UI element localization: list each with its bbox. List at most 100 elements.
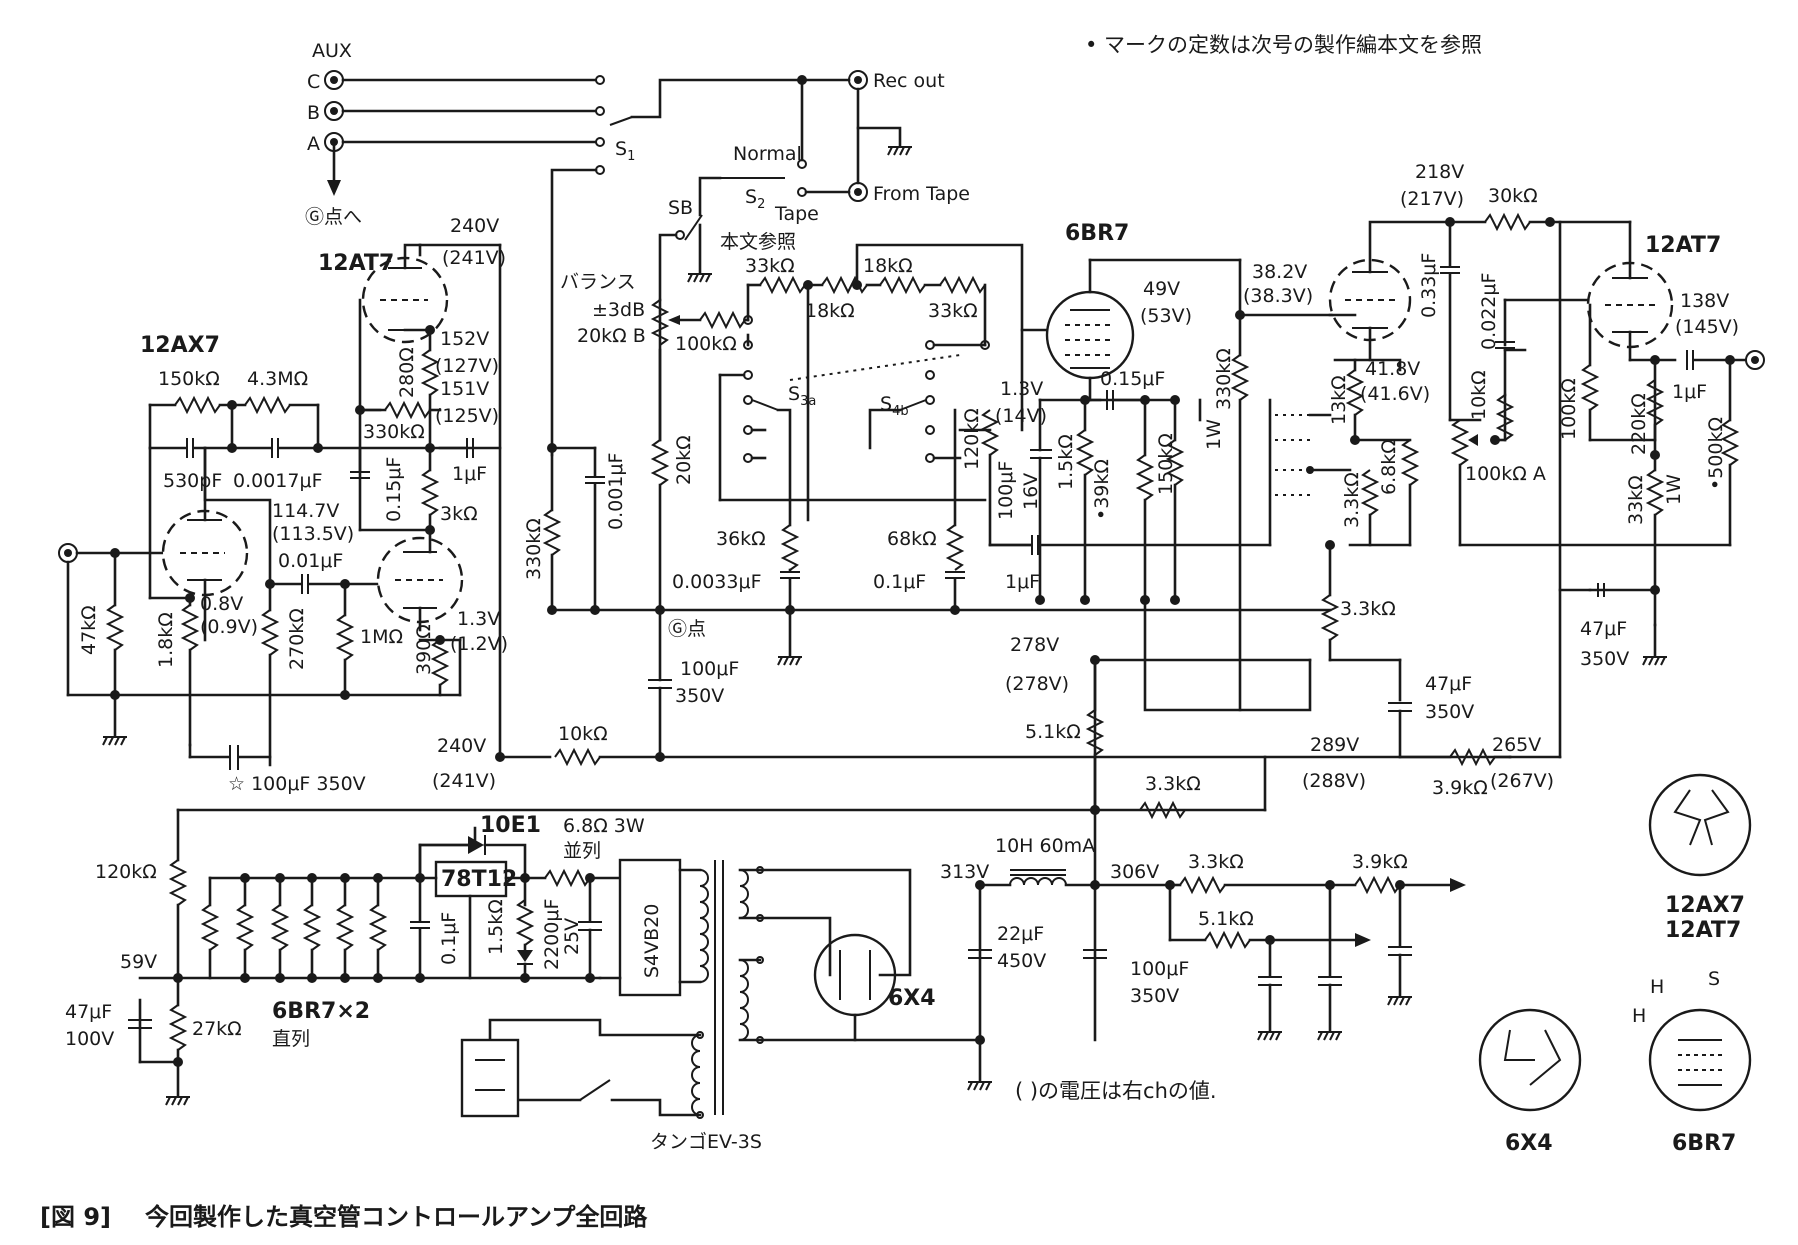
r-390: 390Ω — [413, 624, 435, 675]
r-13k: 13kΩ — [1328, 375, 1350, 425]
pinout-12at7-label: 12AT7 — [1665, 918, 1741, 943]
r-10k-s4: 10kΩ — [1468, 370, 1490, 420]
c-2200u: 2200μF — [541, 899, 563, 970]
aux-section — [324, 70, 802, 457]
pinout-6br7-label: 6BR7 — [1672, 1131, 1736, 1156]
aux-a-label: A — [307, 133, 320, 155]
v-288: (288V) — [1302, 770, 1366, 792]
balance-pot: 20kΩ B — [577, 325, 646, 347]
v-151: 151V — [440, 378, 489, 400]
regulator-diode-label: 10E1 — [480, 813, 541, 838]
bridge-label: S4VB20 — [641, 904, 663, 978]
rec-out-jack — [848, 70, 868, 90]
r-68k: 68kΩ — [887, 528, 937, 550]
power-supply — [128, 658, 1466, 1119]
r-270k: 270kΩ — [286, 608, 308, 670]
c-1u: 1μF — [452, 463, 487, 485]
r-33k-psu2: 3.3kΩ — [1188, 851, 1244, 873]
c-0017u: 0.0017μF — [233, 470, 323, 492]
power-transformer — [678, 860, 764, 1119]
v-265: 265V — [1492, 734, 1541, 756]
c-100u-g: 100μF — [680, 658, 739, 680]
c-100u-350v: ☆ 100μF 350V — [228, 773, 366, 795]
c-2200u-volt: 25V — [561, 918, 583, 955]
v-240: 240V — [450, 215, 499, 237]
v-127: (127V) — [435, 355, 499, 377]
r-220k-s5: 220kΩ — [1628, 393, 1650, 455]
ic-78t12-label: 78T12 — [441, 867, 517, 892]
tube-v3-label: 6BR7 — [1065, 221, 1129, 246]
v-138: 138V — [1680, 290, 1729, 312]
tube-v5-label: 6X4 — [888, 986, 936, 1011]
figure-number: [図 9] — [40, 1203, 111, 1231]
c-100u-s3-volt: 16V — [1020, 473, 1042, 510]
output-jack — [1745, 350, 1765, 370]
v-240b: 240V — [437, 735, 486, 757]
r-33k-psu: 3.3kΩ — [1145, 773, 1201, 795]
s4b-label: S4b — [880, 393, 909, 419]
c-47u-s4-volt: 350V — [1425, 701, 1474, 723]
to-g-point-label: Ⓖ点へ — [305, 206, 362, 228]
r-500k: •500kΩ — [1705, 417, 1727, 490]
input-jack — [58, 543, 78, 563]
v-313: 313V — [940, 861, 989, 883]
tone-network — [544, 243, 1332, 762]
stage5-12at7 — [1448, 220, 1765, 666]
aux-b-jack — [324, 101, 344, 121]
aux-c-label: C — [307, 71, 320, 93]
v-14-s3: (14V) — [995, 405, 1047, 427]
r-33k-tone: 33kΩ — [745, 255, 795, 277]
v-12: (1.2V) — [450, 633, 508, 655]
r-120k-psu: 120kΩ — [95, 861, 157, 883]
v-13-s3: 1.3V — [1000, 378, 1043, 400]
note-top: • マークの定数は次号の製作編本文を参照 — [1085, 33, 1482, 57]
g-point-label: Ⓖ点 — [668, 618, 706, 640]
c-0022: 0.022μF — [1478, 273, 1500, 350]
v-278: 278V — [1010, 634, 1059, 656]
r-33k-s5: 33kΩ — [1625, 475, 1647, 525]
c-033: 0.33μF — [1418, 253, 1440, 318]
r-51k-psu: 5.1kΩ — [1198, 908, 1254, 930]
c-100u-psu-volt: 350V — [1130, 985, 1179, 1007]
r-150k-s3: 150kΩ — [1155, 433, 1177, 495]
c-015: 0.15μF — [383, 457, 405, 522]
c-100u-g-volt: 350V — [675, 685, 724, 707]
normal-label: Normal — [733, 143, 802, 165]
v-416: (41.6V) — [1360, 383, 1430, 405]
v-125: (125V) — [435, 405, 499, 427]
aux-b-label: B — [307, 102, 320, 124]
c-47u-psu-volt: 100V — [65, 1028, 114, 1050]
r-10k: 10kΩ — [558, 723, 608, 745]
c-0001: 0.001μF — [605, 453, 627, 530]
stage4 — [1275, 214, 1632, 765]
pinout-noval — [1648, 773, 1752, 877]
r-6r8-parallel: 並列 — [563, 840, 601, 862]
bridge-rectifier — [618, 858, 682, 997]
s1-label: S1 — [615, 138, 635, 164]
v-152: 152V — [440, 328, 489, 350]
v-241: (241V) — [442, 247, 506, 269]
pinout-h-label-2: H — [1632, 1005, 1646, 1027]
r-18k-tone: 18kΩ — [863, 255, 913, 277]
c-015-s3: 0.15μF — [1100, 368, 1165, 390]
v-114: 114.7V — [272, 500, 339, 522]
r-20k: 20kΩ — [673, 435, 695, 485]
r-100k-s5: 100kΩ — [1558, 378, 1580, 440]
heater-resistors — [202, 904, 386, 951]
r-15k-s3: 1.5kΩ — [1055, 434, 1077, 490]
v-218: 218V — [1415, 161, 1464, 183]
plug — [460, 1038, 520, 1118]
tube-v4-label: 12AT7 — [1645, 233, 1721, 258]
c-47u-s5-volt: 350V — [1580, 648, 1629, 670]
r-39k-psu: 3.9kΩ — [1352, 851, 1408, 873]
labels: • マークの定数は次号の製作編本文を参照 ( )の電圧は右chの値. [図 9]… — [40, 33, 1745, 1231]
r-150k: 150kΩ — [158, 368, 220, 390]
c-100u-s3: 100μF — [995, 461, 1017, 520]
pinout-6x4 — [1478, 1008, 1582, 1112]
pot-100k-a: 100kΩ A — [1465, 463, 1546, 485]
ref-label: 本文参照 — [720, 231, 796, 253]
r-36k: 36kΩ — [716, 528, 766, 550]
tape-section — [658, 70, 913, 302]
r-1m: 1MΩ — [360, 626, 403, 648]
balance-db: ±3dB — [592, 299, 645, 321]
